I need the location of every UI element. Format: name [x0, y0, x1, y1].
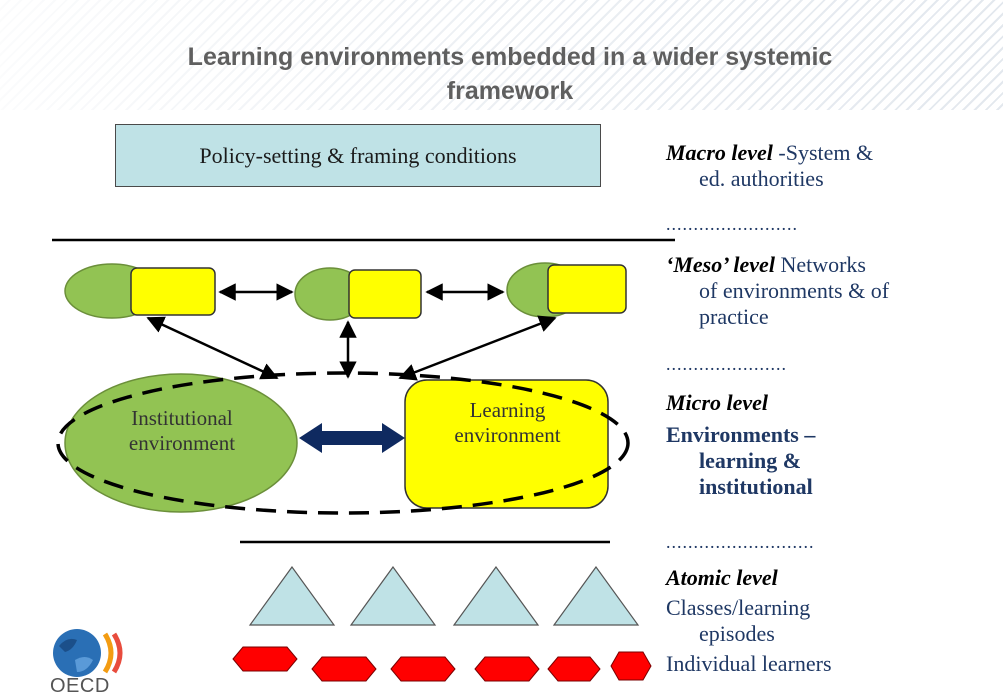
macro-level-text: Macro level -System & ed. authorities	[666, 140, 874, 191]
arrow-meso-1-micro	[146, 316, 279, 380]
learner-hexagon-3	[390, 656, 456, 682]
separator-dots-1: ........................	[666, 214, 798, 234]
slide-title: Learning environments embedded in a wide…	[187, 43, 833, 105]
separator-dots-2: ......................	[666, 354, 787, 374]
institutional-learning-arrow	[299, 423, 405, 453]
learner-hexagon-1	[232, 646, 298, 672]
learner-hexagon-5	[547, 656, 601, 682]
policy-box: Policy-setting & framing conditions	[115, 124, 601, 187]
oecd-logo-text: OECD	[50, 675, 110, 697]
class-triangle-4	[552, 565, 640, 626]
arrow-meso-3-micro	[398, 315, 557, 381]
micro-level-text: Micro level Environments – learning & in…	[666, 390, 816, 499]
meso-node-1	[64, 263, 216, 319]
class-triangle-2	[349, 565, 437, 626]
learner-hexagon-4	[474, 656, 540, 682]
meso-node-3	[506, 262, 627, 318]
learning-environment-label: Learning environment	[454, 398, 561, 447]
class-triangle-3	[452, 565, 540, 626]
atomic-level-text: Atomic level Classes/learning episodes I…	[666, 565, 832, 676]
title-banner-fade	[0, 0, 1003, 110]
oecd-logo	[53, 629, 123, 677]
meso-level-text: ‘Meso’ level Networks of environments & …	[666, 252, 890, 329]
separator-dots-3: ...........................	[666, 532, 815, 552]
learner-hexagon-6	[610, 651, 652, 681]
meso-node-2	[294, 267, 422, 321]
learner-hexagon-2	[311, 656, 377, 682]
institutional-environment-label: Institutional environment	[128, 406, 236, 455]
class-triangle-1	[248, 565, 336, 626]
micro-dashed-boundary	[56, 371, 630, 515]
institutional-environment-shape	[64, 373, 298, 513]
learning-environment-shape	[404, 379, 609, 509]
